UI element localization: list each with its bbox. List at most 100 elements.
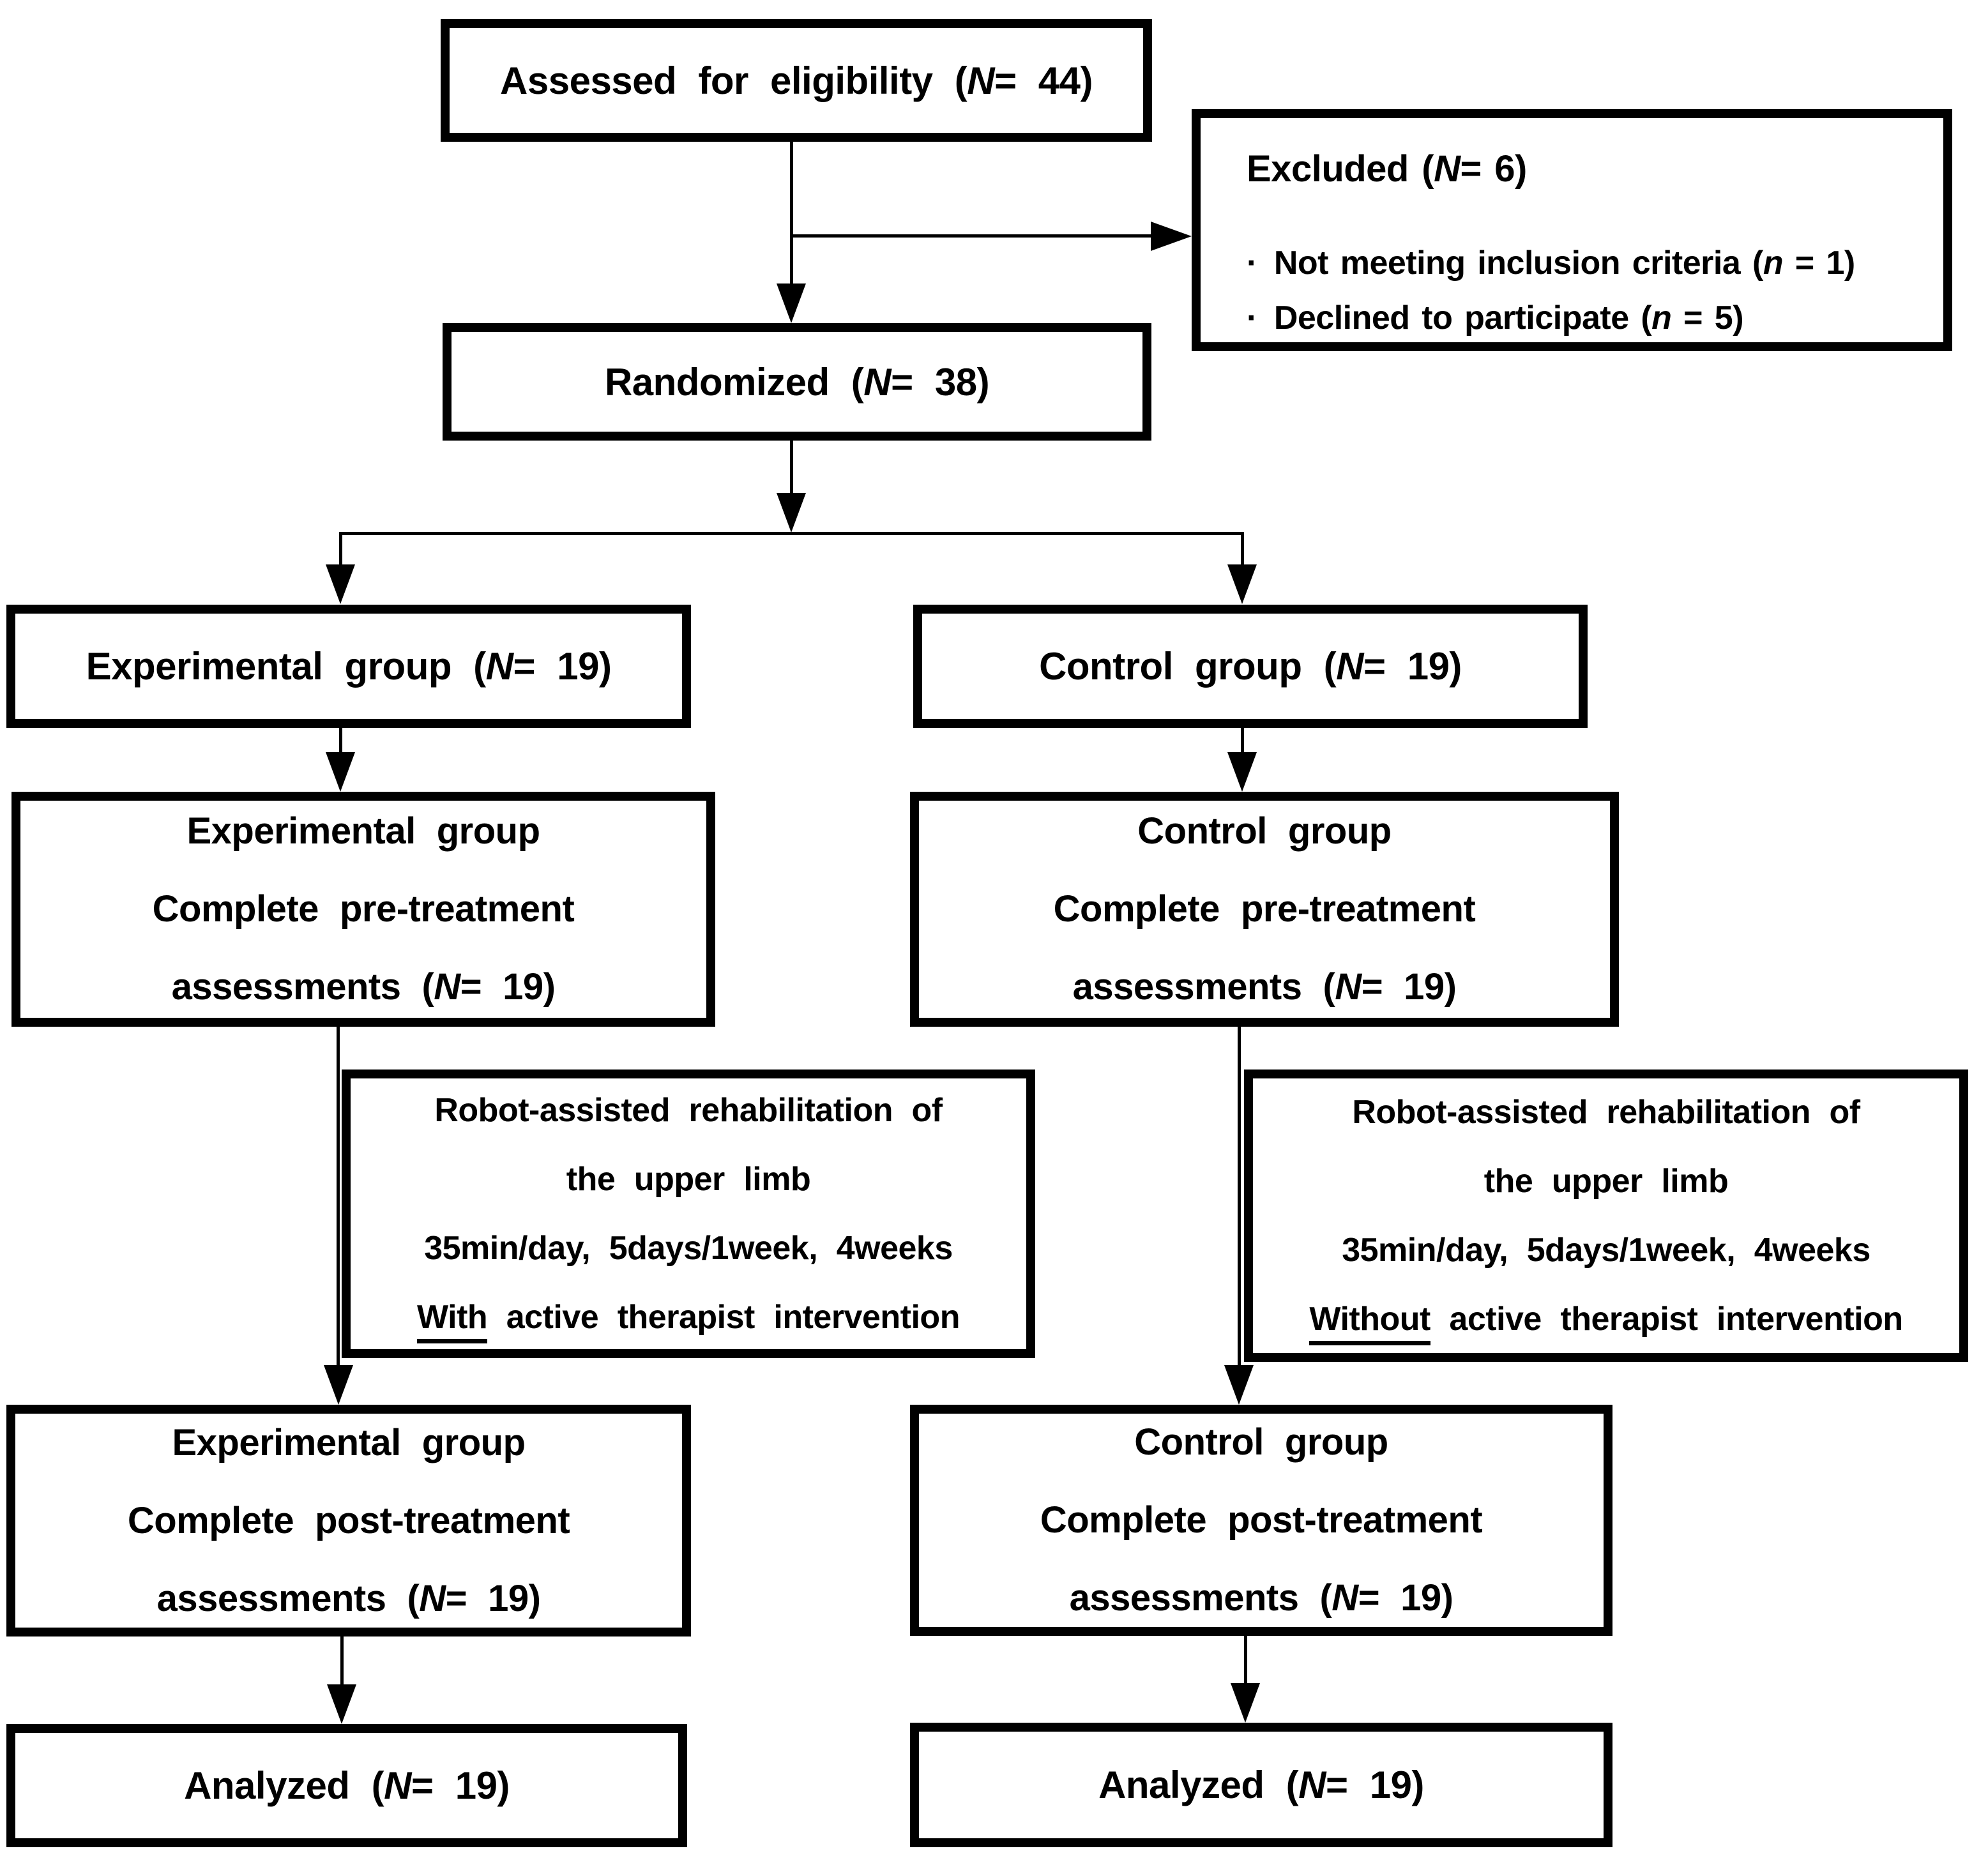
n-variable: N xyxy=(863,360,892,404)
label-text: = 19) xyxy=(513,645,612,688)
underlined-without: Without xyxy=(1309,1301,1430,1345)
n-variable: n xyxy=(1651,299,1672,336)
label-line2: Complete pre-treatment xyxy=(152,888,575,930)
label-line3: 35min/day, 5days/1week, 4weeks xyxy=(1342,1232,1870,1269)
label-text: Experimental group ( xyxy=(86,645,487,688)
experimental-posttreatment-box: Experimental group Complete post-treatme… xyxy=(6,1405,691,1636)
n-variable: N xyxy=(485,645,513,688)
label-line3: assessments (N= 19) xyxy=(172,948,556,1026)
excluded-box: Excluded (N= 6) · Not meeting inclusion c… xyxy=(1192,109,1952,351)
assessed-eligibility-box: Assessed for eligibility (N= 44) xyxy=(441,19,1152,142)
label-text: = 44) xyxy=(994,59,1093,102)
connector-expgroup-pretreatment xyxy=(339,728,342,753)
randomized-label: Randomized (N= 38) xyxy=(604,360,990,404)
n-variable: N xyxy=(1298,1764,1326,1806)
label-line2: Complete post-treatment xyxy=(127,1499,570,1541)
experimental-group-label: Experimental group (N= 19) xyxy=(86,644,612,688)
label-line3: 35min/day, 5days/1week, 4weeks xyxy=(424,1230,953,1267)
connector-exp-pre-post xyxy=(337,1027,340,1366)
bullet-icon: · xyxy=(1247,299,1257,336)
control-analyzed-box: Analyzed (N= 19) xyxy=(910,1723,1612,1847)
label-line3: assessments (N= 19) xyxy=(157,1560,541,1638)
label-line4: Without active therapist intervention xyxy=(1309,1285,1903,1354)
arrowhead-into-ctrl-analyzed xyxy=(1231,1683,1260,1723)
label-line1: Experimental group xyxy=(186,810,540,852)
label-text: = 6) xyxy=(1460,148,1527,190)
label-text: = 19) xyxy=(1325,1764,1424,1806)
excluded-bullet-1: · Not meeting inclusion criteria (n = 1) xyxy=(1247,236,1855,291)
arrowhead-into-exp-pretreatment xyxy=(326,752,355,792)
connector-randomized-split xyxy=(790,441,793,494)
label-text: assessments ( xyxy=(1072,966,1335,1008)
excluded-bullet-2: · Declined to participate (n = 5) xyxy=(1247,291,1744,345)
label-text: assessments ( xyxy=(156,1577,420,1619)
assessed-eligibility-label: Assessed for eligibility (N= 44) xyxy=(500,59,1093,103)
experimental-intervention-box: Robot-assisted rehabilitation of the upp… xyxy=(342,1070,1035,1358)
label-line1: Control group xyxy=(1134,1421,1388,1463)
label-line1: Robot-assisted rehabilitation of xyxy=(1352,1094,1860,1131)
label-text: = 19) xyxy=(445,1577,541,1619)
label-line3: assessments (N= 19) xyxy=(1073,948,1457,1026)
connector-split-experimental xyxy=(339,532,342,567)
n-variable: N xyxy=(1434,148,1461,190)
arrowhead-into-ctrl-pretreatment xyxy=(1227,752,1257,792)
excluded-title: Excluded (N= 6) xyxy=(1247,140,1527,199)
label-text: Not meeting inclusion criteria ( xyxy=(1273,245,1764,282)
label-text: assessments ( xyxy=(171,966,434,1008)
n-variable: N xyxy=(1332,1577,1358,1619)
n-variable: n xyxy=(1763,245,1784,282)
arrowhead-into-control-group xyxy=(1227,564,1257,604)
label-text: active therapist intervention xyxy=(487,1299,960,1336)
label-text: Assessed for eligibility ( xyxy=(500,59,967,102)
connector-ctrlgroup-pretreatment xyxy=(1241,728,1244,753)
connector-ctrl-pre-post xyxy=(1238,1027,1241,1366)
connector-split-control xyxy=(1241,532,1244,567)
label-text: = 19) xyxy=(1363,645,1462,688)
split-line xyxy=(339,532,1244,535)
arrowhead-into-ctrl-posttreatment xyxy=(1224,1365,1254,1405)
label-line1: Control group xyxy=(1137,810,1392,852)
control-posttreatment-box: Control group Complete post-treatment as… xyxy=(910,1405,1612,1636)
label-text: = 1) xyxy=(1783,245,1855,282)
label-text: active therapist intervention xyxy=(1430,1301,1903,1338)
label-text: = 19) xyxy=(1361,966,1457,1008)
experimental-group-box: Experimental group (N= 19) xyxy=(6,605,691,728)
label-line3: assessments (N= 19) xyxy=(1070,1559,1453,1637)
label-line4: With active therapist intervention xyxy=(417,1283,960,1352)
experimental-analyzed-box: Analyzed (N= 19) xyxy=(6,1724,687,1847)
connector-to-excluded xyxy=(791,234,1151,238)
control-group-label: Control group (N= 19) xyxy=(1039,644,1462,688)
label-line1: Experimental group xyxy=(172,1421,526,1463)
connector-exp-post-analyzed xyxy=(340,1636,344,1686)
arrowhead-into-exp-analyzed xyxy=(327,1684,356,1724)
n-variable: N xyxy=(967,59,995,102)
experimental-pretreatment-box: Experimental group Complete pre-treatmen… xyxy=(11,792,715,1027)
label-line2: the upper limb xyxy=(566,1161,811,1198)
label-line2: the upper limb xyxy=(1483,1163,1729,1200)
label-text: = 38) xyxy=(891,360,990,404)
bullet-icon: · xyxy=(1247,245,1257,282)
label-text: Analyzed ( xyxy=(1098,1764,1299,1806)
label-line2: Complete pre-treatment xyxy=(1053,888,1476,930)
connector-assessed-randomized xyxy=(790,142,793,284)
label-text: = 5) xyxy=(1671,299,1744,336)
label-text: = 19) xyxy=(460,966,556,1008)
label-line1: Robot-assisted rehabilitation of xyxy=(434,1092,943,1129)
label-text: = 19) xyxy=(1358,1577,1453,1619)
arrowhead-into-exp-posttreatment xyxy=(324,1365,353,1405)
label-text: Excluded ( xyxy=(1247,148,1434,190)
control-analyzed-label: Analyzed (N= 19) xyxy=(1098,1763,1424,1807)
control-group-box: Control group (N= 19) xyxy=(913,605,1588,728)
label-text: Randomized ( xyxy=(604,360,864,404)
connector-ctrl-post-analyzed xyxy=(1244,1636,1247,1684)
n-variable: N xyxy=(384,1764,411,1807)
randomized-box: Randomized (N= 38) xyxy=(443,323,1151,441)
control-pretreatment-box: Control group Complete pre-treatment ass… xyxy=(910,792,1619,1027)
label-text: Control group ( xyxy=(1039,645,1337,688)
label-text: Analyzed ( xyxy=(184,1764,384,1807)
experimental-analyzed-label: Analyzed (N= 19) xyxy=(184,1764,510,1808)
arrowhead-at-split xyxy=(777,493,806,533)
label-text: Declined to participate ( xyxy=(1273,299,1652,336)
control-intervention-box: Robot-assisted rehabilitation of the upp… xyxy=(1244,1070,1968,1362)
